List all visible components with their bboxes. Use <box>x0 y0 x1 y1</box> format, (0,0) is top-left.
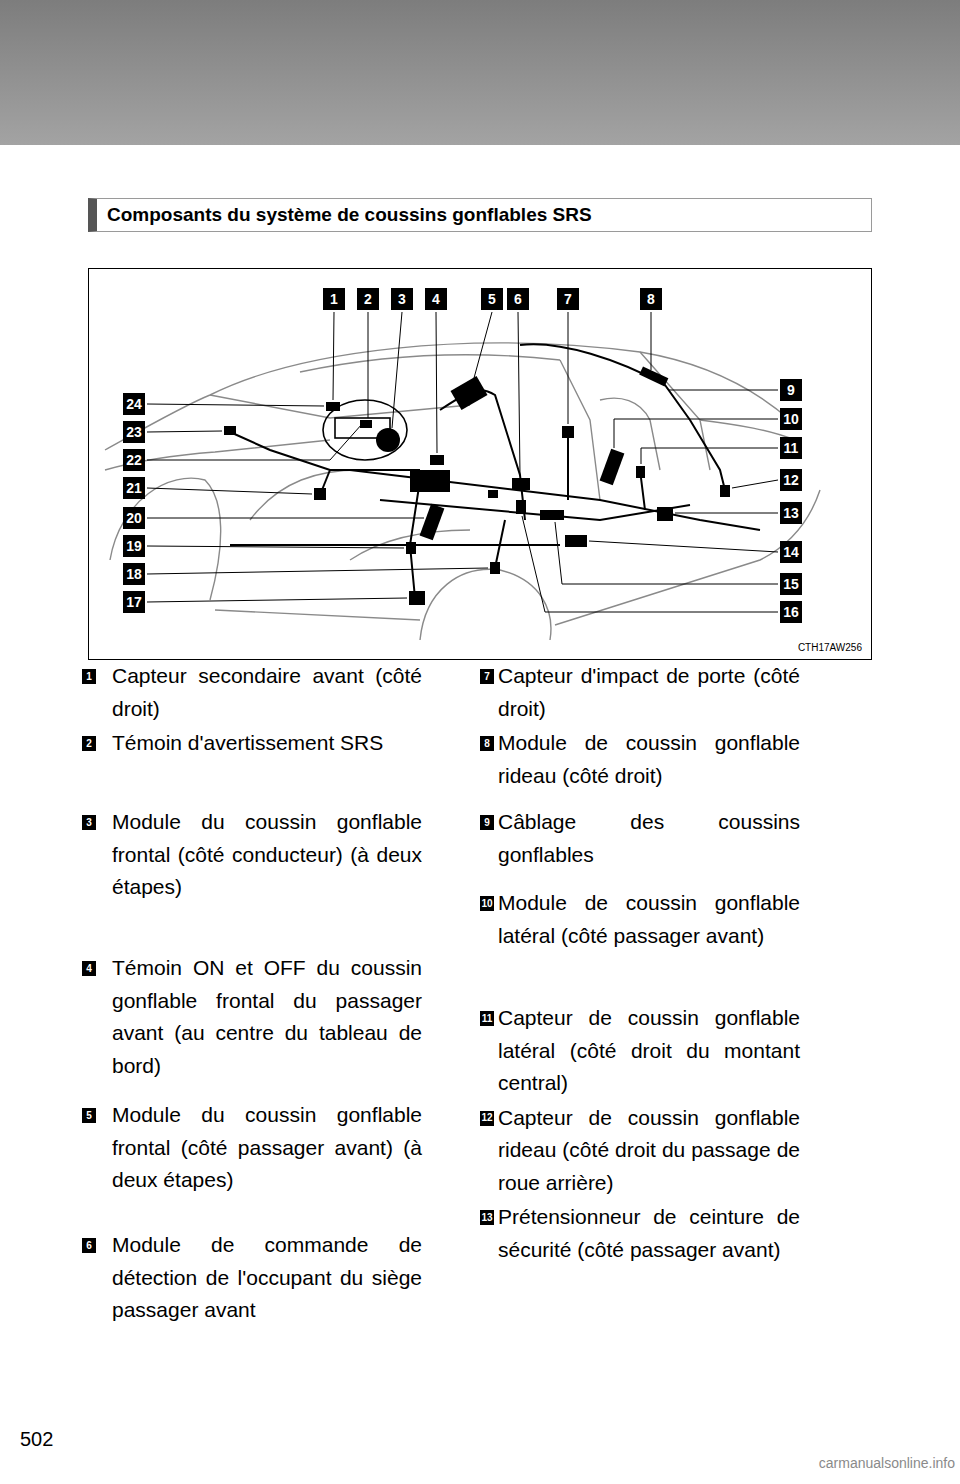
callout-number: 3 <box>82 815 96 830</box>
callout-number: 20 <box>123 507 145 529</box>
component-description: Témoin ON et OFF du coussin gonflable fr… <box>112 952 422 1082</box>
callout-number: 22 <box>123 449 145 471</box>
callout-number: 9 <box>480 815 494 830</box>
component-description: Capteur d'impact de porte (côté droit) <box>498 660 800 725</box>
callout-number: 12 <box>780 469 802 491</box>
callout-number: 11 <box>480 1011 494 1026</box>
callout-number: 5 <box>481 288 503 310</box>
component-description: Module de coussin gonflable latéral (côt… <box>498 887 800 952</box>
section-heading-box: Composants du système de coussins gonfla… <box>88 198 872 232</box>
component-description: Capteur de coussin gonflable latéral (cô… <box>498 1002 800 1100</box>
callout-number: 17 <box>123 591 145 613</box>
callout-number: 10 <box>780 408 802 430</box>
watermark: carmanualsonline.info <box>819 1455 955 1471</box>
callout-number: 21 <box>123 477 145 499</box>
callout-number: 6 <box>507 288 529 310</box>
section-heading: Composants du système de coussins gonfla… <box>107 204 592 226</box>
illustration-frame <box>88 268 872 660</box>
callout-number: 5 <box>82 1108 96 1123</box>
callout-number: 7 <box>480 669 494 684</box>
page-number: 502 <box>20 1428 53 1451</box>
callout-number: 1 <box>323 288 345 310</box>
header-band <box>0 0 960 145</box>
component-description: Module de coussin gonflable rideau (côté… <box>498 727 800 792</box>
callout-number: 10 <box>480 896 494 911</box>
callout-number: 15 <box>780 573 802 595</box>
component-description: Module de commande de détection de l'occ… <box>112 1229 422 1327</box>
callout-number: 2 <box>357 288 379 310</box>
callout-number: 4 <box>425 288 447 310</box>
callout-number: 8 <box>640 288 662 310</box>
component-description: Témoin d'avertissement SRS <box>112 727 422 760</box>
callout-number: 13 <box>480 1210 494 1225</box>
callout-number: 4 <box>82 961 96 976</box>
component-description: Capteur de coussin gonflable rideau (côt… <box>498 1102 800 1200</box>
figure-code: CTH17AW256 <box>796 642 864 653</box>
component-description: Module du coussin gonflable frontal (côt… <box>112 806 422 904</box>
component-description: Module du coussin gonflable frontal (côt… <box>112 1099 422 1197</box>
callout-number: 16 <box>780 601 802 623</box>
callout-number: 23 <box>123 421 145 443</box>
callout-number: 6 <box>82 1238 96 1253</box>
callout-number: 14 <box>780 541 802 563</box>
callout-number: 24 <box>123 393 145 415</box>
callout-number: 13 <box>780 502 802 524</box>
callout-number: 2 <box>82 736 96 751</box>
callout-number: 19 <box>123 535 145 557</box>
callout-number: 12 <box>480 1111 494 1126</box>
callout-number: 18 <box>123 563 145 585</box>
callout-number: 11 <box>780 437 802 459</box>
callout-number: 9 <box>780 379 802 401</box>
component-description: Capteur secondaire avant (côté droit) <box>112 660 422 725</box>
component-description: Câblage des coussins gonflables <box>498 806 800 871</box>
component-description: Prétensionneur de ceinture de sécurité (… <box>498 1201 800 1266</box>
callout-number: 1 <box>82 669 96 684</box>
callout-number: 8 <box>480 736 494 751</box>
callout-number: 3 <box>391 288 413 310</box>
callout-number: 7 <box>557 288 579 310</box>
